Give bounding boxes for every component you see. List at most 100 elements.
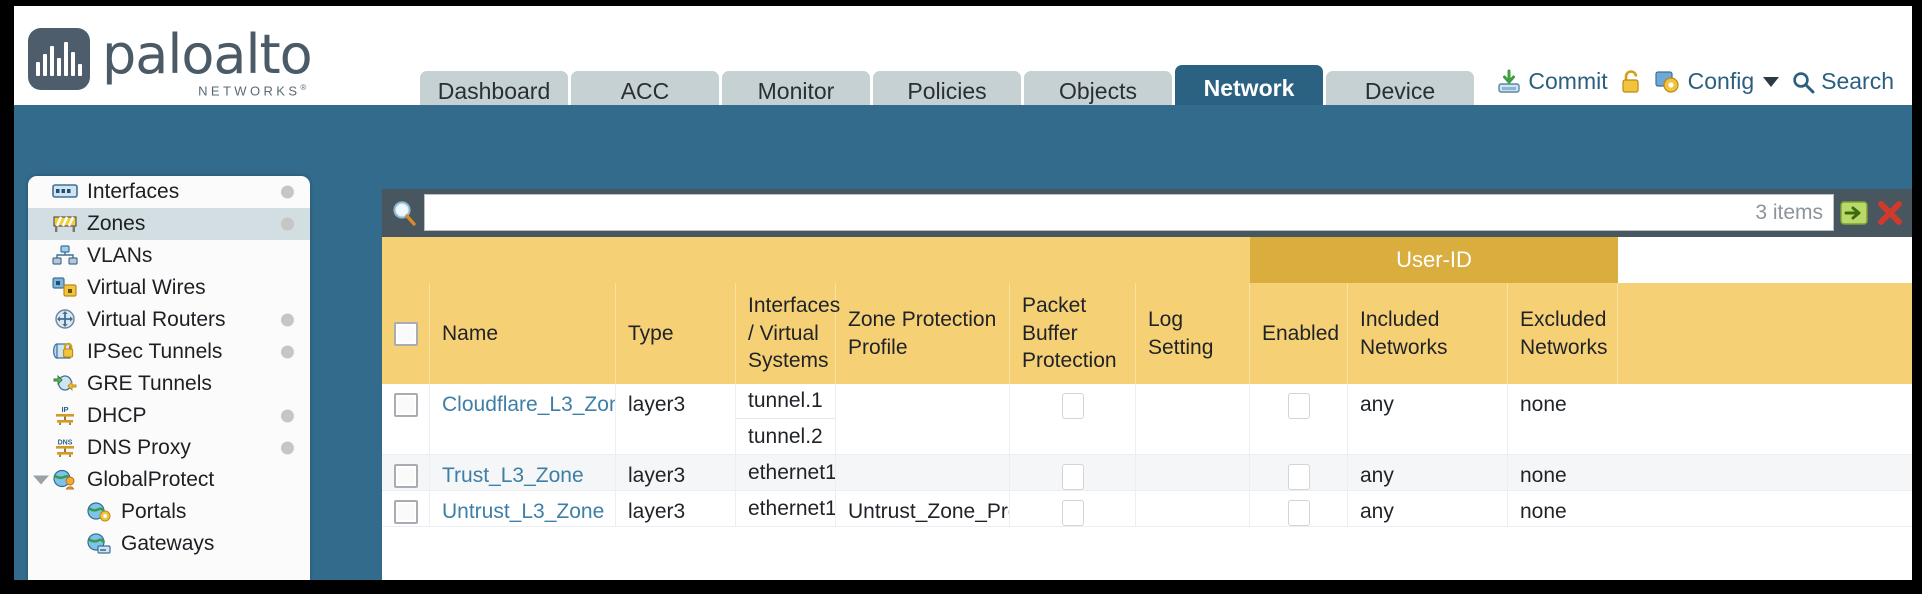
log-setting-cell: [1136, 491, 1250, 526]
window-frame-right: [1912, 0, 1922, 594]
zone-name-link[interactable]: Untrust_L3_Zone: [442, 500, 605, 523]
sidebar-item-status-dot: [281, 313, 294, 327]
sidebar-item-vlans[interactable]: VLANs: [28, 240, 310, 272]
row-select-checkbox[interactable]: [382, 491, 430, 526]
excluded-networks-value: none: [1520, 464, 1567, 487]
virtual-routers-icon: [52, 309, 78, 331]
column-header-label: Name: [442, 321, 499, 345]
virtual-wires-icon: [52, 277, 78, 299]
checkbox-glyph: [393, 464, 418, 488]
config-menu[interactable]: Config: [1654, 68, 1780, 95]
tab-label: Network: [1203, 74, 1295, 101]
column-header-log-setting[interactable]: Log Setting: [1136, 283, 1250, 384]
log-setting-cell: [1136, 455, 1250, 490]
commit-label: Commit: [1528, 68, 1608, 94]
zone-name-link[interactable]: Cloudflare_L3_Zone: [442, 393, 616, 416]
column-header-interfaces-virtual-systems[interactable]: Interfaces / Virtual Systems: [736, 283, 840, 384]
column-header-included-networks[interactable]: Included Networks: [1348, 283, 1508, 384]
checkbox-glyph: [1287, 393, 1310, 419]
column-header-name[interactable]: Name: [430, 283, 616, 384]
zone-name-cell: Trust_L3_Zone: [430, 455, 616, 490]
sidebar-item-label: DHCP: [87, 404, 147, 427]
globalprotect-icon: [52, 469, 78, 491]
row-select-checkbox[interactable]: [382, 384, 430, 454]
sidebar-item-portals[interactable]: Portals: [28, 496, 310, 528]
sidebar-item-status-dot: [281, 217, 294, 231]
column-header-zone-protection-profile[interactable]: Zone Protection Profile: [836, 283, 1010, 384]
table-row[interactable]: Untrust_L3_Zonelayer3ethernet1/2Untrust_…: [382, 491, 1912, 527]
column-header-packet-buffer-protection[interactable]: Packet Buffer Protection: [1010, 283, 1136, 384]
tab-monitor[interactable]: Monitor: [722, 71, 870, 111]
paloalto-logo-icon: [28, 28, 90, 90]
sidebar-item-virtual-wires[interactable]: Virtual Wires: [28, 272, 310, 304]
checkbox-glyph: [1287, 464, 1310, 490]
included-networks-cell: any: [1348, 491, 1508, 526]
filter-input[interactable]: 3 items: [424, 194, 1834, 231]
filter-apply-icon[interactable]: [1840, 200, 1868, 231]
checkbox-glyph: [1061, 500, 1084, 526]
sidebar-item-gre-tunnels[interactable]: GRE Tunnels: [28, 368, 310, 400]
userid-enabled-checkbox[interactable]: [1250, 455, 1348, 490]
column-header-label: Type: [628, 321, 674, 345]
sidebar-item-interfaces[interactable]: Interfaces: [28, 176, 310, 208]
tab-network[interactable]: Network: [1175, 65, 1323, 111]
zones-barrier-icon: [52, 213, 78, 235]
tab-acc[interactable]: ACC: [571, 71, 719, 111]
chevron-down-icon[interactable]: [33, 475, 49, 485]
included-networks-value: any: [1360, 393, 1394, 416]
tab-objects[interactable]: Objects: [1024, 71, 1172, 111]
column-header-label: Zone Protection Profile: [848, 307, 997, 359]
sidebar-item-label: VLANs: [87, 244, 153, 267]
sidebar-item-label: Virtual Routers: [87, 308, 226, 331]
sidebar-item-zones[interactable]: Zones: [28, 208, 310, 240]
column-header-enabled[interactable]: Enabled: [1250, 283, 1348, 384]
checkbox-glyph: [393, 321, 418, 346]
column-header-label: Log Setting: [1148, 307, 1214, 359]
sidebar-item-dhcp[interactable]: IP DHCP: [28, 400, 310, 432]
filter-search-icon[interactable]: [390, 199, 418, 232]
tab-label: Objects: [1059, 77, 1137, 104]
ipsec-tunnels-icon: [52, 341, 78, 363]
sidebar-item-status-dot: [281, 185, 294, 199]
sidebar-item-gateways[interactable]: Gateways: [28, 528, 310, 560]
userid-enabled-checkbox[interactable]: [1250, 491, 1348, 526]
userid-enabled-checkbox[interactable]: [1250, 384, 1348, 454]
sidebar-item-ipsec-tunnels[interactable]: IPSec Tunnels: [28, 336, 310, 368]
select-all-checkbox[interactable]: [382, 283, 430, 384]
tab-dashboard[interactable]: Dashboard: [420, 71, 568, 111]
log-setting-cell: [1136, 384, 1250, 454]
tab-device[interactable]: Device: [1326, 71, 1474, 111]
lock-button[interactable]: [1620, 69, 1642, 95]
tab-policies[interactable]: Policies: [873, 71, 1021, 111]
packet-buffer-protection-checkbox[interactable]: [1010, 491, 1136, 526]
sidebar-item-label: Zones: [87, 212, 146, 235]
search-button[interactable]: Search: [1791, 68, 1894, 95]
sidebar-item-label: Interfaces: [87, 180, 180, 203]
column-header-type[interactable]: Type: [616, 283, 736, 384]
sidebar-item-virtual-routers[interactable]: Virtual Routers: [28, 304, 310, 336]
excluded-networks-value: none: [1520, 500, 1567, 523]
filter-clear-icon[interactable]: [1876, 199, 1904, 232]
svg-text:IP: IP: [61, 405, 68, 414]
interfaces-icon: [52, 181, 78, 203]
included-networks-cell: any: [1348, 384, 1508, 454]
commit-button[interactable]: Commit: [1496, 68, 1608, 95]
sidebar-item-label: DNS Proxy: [87, 436, 191, 459]
zone-name-link[interactable]: Trust_L3_Zone: [442, 464, 584, 487]
packet-buffer-protection-checkbox[interactable]: [1010, 455, 1136, 490]
row-select-checkbox[interactable]: [382, 455, 430, 490]
included-networks-cell: any: [1348, 455, 1508, 490]
packet-buffer-protection-checkbox[interactable]: [1010, 384, 1136, 454]
sidebar-item-globalprotect[interactable]: GlobalProtect: [28, 464, 310, 496]
interface-value: ethernet1/2: [748, 496, 836, 520]
zone-type-cell: layer3: [616, 491, 736, 526]
checkbox-glyph: [1061, 464, 1084, 490]
column-header-excluded-networks[interactable]: Excluded Networks: [1508, 283, 1618, 384]
included-networks-value: any: [1360, 464, 1394, 487]
